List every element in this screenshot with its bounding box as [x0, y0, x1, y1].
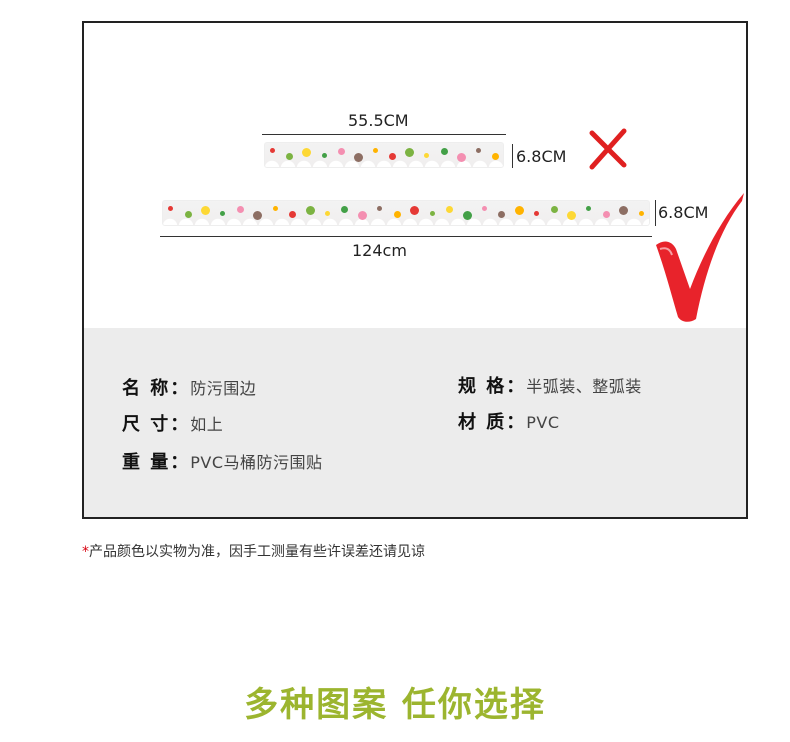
strip-fruit-mark — [476, 148, 481, 153]
strip-fruit-mark — [492, 153, 499, 160]
strip-fruit-mark — [457, 153, 466, 162]
strip-fruit-mark — [220, 211, 225, 216]
disclaimer-note: *产品颜色以实物为准，因手工测量有些许误差还请见谅 — [82, 541, 425, 561]
long-strip-height-line — [655, 200, 656, 226]
short-border-strip — [264, 142, 504, 168]
short-strip-height-line — [512, 144, 513, 168]
strip-fruit-mark — [185, 211, 192, 218]
strip-fruit-mark — [168, 206, 173, 211]
spec-size-row: 尺 寸：如上 — [122, 410, 223, 436]
strip-fruit-mark — [273, 206, 278, 211]
strip-fruit-mark — [551, 206, 558, 213]
long-border-strip — [162, 200, 650, 226]
spec-name-row: 名 称：防污围边 — [122, 374, 256, 400]
strip-fruit-mark — [639, 211, 644, 216]
strip-fruit-mark — [567, 211, 576, 220]
strip-fruit-mark — [377, 206, 382, 211]
strip-fruit-mark — [603, 211, 610, 218]
spec-panel: 名 称：防污围边 尺 寸：如上 重 量：PVC马桶防污围贴 规 格：半弧装、整弧… — [84, 328, 746, 517]
spec-size-value: 如上 — [190, 415, 224, 434]
strip-fruit-mark — [424, 153, 429, 158]
strip-fruit-mark — [253, 211, 262, 220]
strip-fruit-mark — [322, 153, 327, 158]
strip-fruit-mark — [270, 148, 275, 153]
long-strip-width-line — [160, 236, 652, 237]
strip-fruit-mark — [430, 211, 435, 216]
strip-fruit-mark — [482, 206, 487, 211]
strip-fruit-mark — [441, 148, 448, 155]
check-mark-icon — [656, 193, 744, 322]
strip-fruit-mark — [515, 206, 524, 215]
strip-fruit-mark — [338, 148, 345, 155]
strip-fruit-mark — [498, 211, 505, 218]
strip-fruit-mark — [619, 206, 628, 215]
spec-weight-value: PVC马桶防污围贴 — [190, 453, 323, 472]
spec-spec-key: 规 格： — [458, 376, 527, 397]
spec-material-key: 材 质： — [458, 412, 527, 433]
strip-fruit-mark — [306, 206, 315, 215]
note-text: 产品颜色以实物为准，因手工测量有些许误差还请见谅 — [89, 544, 425, 560]
spec-weight-row: 重 量：PVC马桶防污围贴 — [122, 448, 323, 474]
strip-fruit-mark — [410, 206, 419, 215]
spec-spec-value: 半弧装、整弧装 — [526, 377, 642, 396]
strip-fruit-mark — [394, 211, 401, 218]
spec-weight-key: 重 量： — [122, 452, 191, 473]
strip-fruit-mark — [237, 206, 244, 213]
strip-fruit-mark — [201, 206, 210, 215]
strip-fruit-mark — [389, 153, 396, 160]
strip-fruit-mark — [325, 211, 330, 216]
long-strip-width-label: 124cm — [352, 241, 407, 260]
strip-fruit-mark — [354, 153, 363, 162]
long-strip-height-label: 6.8CM — [658, 203, 709, 222]
spec-name-key: 名 称： — [122, 378, 191, 399]
strip-fruit-mark — [289, 211, 296, 218]
strip-fruit-mark — [586, 206, 591, 211]
spec-size-key: 尺 寸： — [122, 414, 191, 435]
strip-fruit-mark — [373, 148, 378, 153]
section-title: 多种图案 任你选择 — [244, 685, 546, 725]
strip-fruit-mark — [463, 211, 472, 220]
short-strip-height-label: 6.8CM — [516, 147, 567, 166]
spec-material-row: 材 质：PVC — [458, 408, 560, 434]
short-strip-width-line — [262, 134, 506, 135]
spec-spec-row: 规 格：半弧装、整弧装 — [458, 372, 642, 398]
strip-fruit-mark — [534, 211, 539, 216]
strip-fruit-mark — [446, 206, 453, 213]
product-spec-frame: 55.5CM 6.8CM 6.8CM 124cm 名 称：防污围边 尺 寸：如上… — [82, 21, 748, 519]
strip-fruit-mark — [358, 211, 367, 220]
strip-fruit-mark — [302, 148, 311, 157]
wrong-x-icon — [589, 128, 627, 170]
spec-name-value: 防污围边 — [190, 379, 257, 398]
strip-fruit-mark — [286, 153, 293, 160]
strip-fruit-mark — [405, 148, 414, 157]
strip-fruit-mark — [341, 206, 348, 213]
note-asterisk: * — [82, 544, 89, 560]
spec-material-value: PVC — [526, 413, 560, 432]
short-strip-width-label: 55.5CM — [348, 111, 409, 130]
